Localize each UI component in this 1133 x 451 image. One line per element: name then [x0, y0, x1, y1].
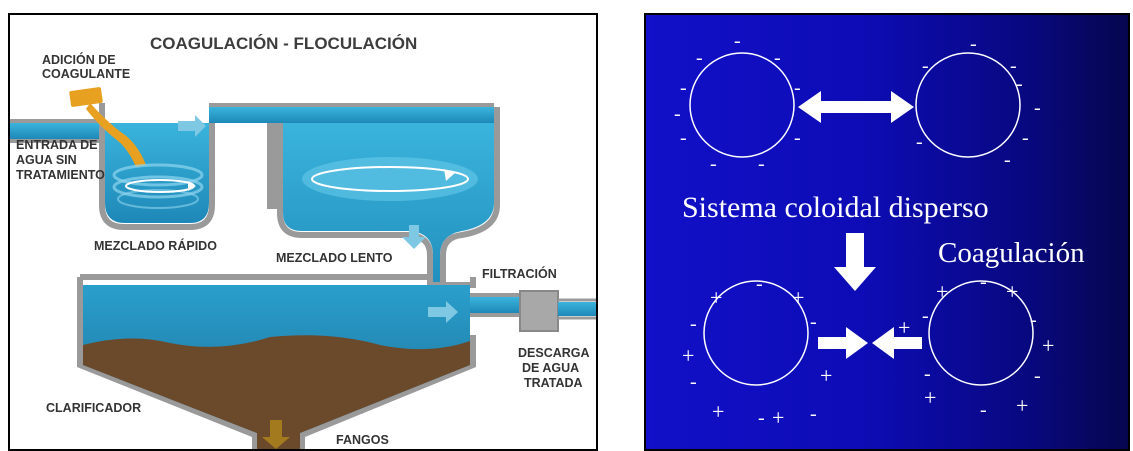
charge-neg: -	[810, 311, 817, 333]
charge-neg: -	[970, 33, 977, 55]
colloid-diagram: - - - - - - - - - - - - - - - - - - Sist…	[644, 13, 1130, 451]
charge-neg: -	[1034, 97, 1041, 119]
label-inlet-3: TRATAMIENTO	[16, 168, 105, 182]
charge-neg: -	[922, 55, 929, 77]
charge-neg: -	[1034, 365, 1041, 387]
charge-pos: +	[792, 285, 805, 310]
charge-neg: -	[1022, 127, 1029, 149]
charge-neg: -	[734, 30, 741, 52]
charge-neg: -	[794, 127, 801, 149]
label-filtration: FILTRACIÓN	[482, 267, 557, 281]
charge-neg: -	[758, 407, 765, 429]
charge-neg: -	[1010, 55, 1017, 77]
charge-pos: +	[772, 405, 785, 430]
converging-arrow-left	[818, 327, 868, 359]
charge-neg: -	[758, 153, 765, 175]
charge-neg: -	[756, 273, 763, 295]
charge-neg: -	[1030, 309, 1037, 331]
slow-mix-tank	[277, 107, 500, 315]
charge-neg: -	[980, 271, 987, 293]
sludge-arrow	[270, 420, 282, 442]
charge-neg: -	[690, 371, 697, 393]
charge-neg: -	[774, 47, 781, 69]
charge-pos: +	[924, 385, 937, 410]
label-inlet-2: AGUA SIN	[16, 153, 77, 167]
charge-pos: +	[682, 343, 695, 368]
label-discharge-2: DE AGUA	[522, 361, 580, 375]
label-discharge-3: TRATADA	[524, 376, 583, 390]
charge-neg: -	[680, 127, 687, 149]
flow-arrows	[178, 115, 458, 323]
charge-neg: -	[710, 153, 717, 175]
label-coagulant-addition-2: COAGULANTE	[42, 67, 131, 81]
repulsion-arrow	[798, 91, 914, 123]
colloid-particle	[928, 280, 1034, 386]
label-coagulation: Coagulación	[938, 237, 1085, 269]
coagulation-flocculation-diagram: COAGULACIÓN - FLOCULACIÓN ADICIÓN DE COA…	[8, 13, 598, 451]
colloid-particle	[689, 52, 795, 158]
label-dispersed-system: Sistema coloidal disperso	[682, 191, 989, 224]
label-sludge: FANGOS	[336, 433, 389, 447]
process-drawing	[10, 87, 596, 449]
charge-neg: -	[980, 399, 987, 421]
coagulant-nozzle	[69, 87, 103, 107]
label-coagulant-addition-1: ADICIÓN DE	[42, 53, 116, 67]
charge-neg: -	[1004, 149, 1011, 171]
label-inlet-1: ENTRADA DE	[16, 138, 98, 152]
colloid-particle	[915, 52, 1021, 158]
slow-mix-swirl	[311, 166, 469, 192]
clarifier-tank	[77, 274, 476, 449]
coagulant-stream	[86, 103, 146, 167]
charge-pos: +	[1042, 333, 1055, 358]
charge-pos: +	[820, 363, 833, 388]
charge-pos: +	[710, 285, 723, 310]
charge-neg: -	[810, 403, 817, 425]
charge-pos: +	[898, 315, 911, 340]
converging-arrow-right	[872, 327, 922, 359]
inlet-pipe	[10, 123, 105, 139]
label-slow-mix: MEZCLADO LENTO	[276, 251, 393, 265]
charge-neg: -	[1016, 73, 1023, 95]
diagram-title: COAGULACIÓN - FLOCULACIÓN	[150, 34, 418, 53]
charge-neg: -	[794, 77, 801, 99]
charge-neg: -	[924, 363, 931, 385]
label-rapid-mix: MEZCLADO RÁPIDO	[94, 239, 217, 253]
charge-pos: +	[712, 399, 725, 424]
charge-pos: +	[936, 279, 949, 304]
charge-neg: -	[922, 305, 929, 327]
down-arrow	[834, 233, 876, 291]
charge-pos: +	[1006, 279, 1019, 304]
charge-neg: -	[696, 47, 703, 69]
colloid-particle	[703, 280, 809, 386]
colloid-drawing	[689, 52, 1034, 386]
filter-box	[519, 290, 559, 332]
charge-pos: +	[1016, 393, 1029, 418]
charge-neg: -	[680, 77, 687, 99]
rapid-mix-tank	[99, 103, 215, 230]
label-clarifier: CLARIFICADOR	[46, 401, 142, 415]
charge-neg: -	[690, 313, 697, 335]
label-discharge-1: DESCARGA	[518, 346, 590, 360]
charge-neg: -	[674, 103, 681, 125]
charge-neg: -	[916, 131, 923, 153]
